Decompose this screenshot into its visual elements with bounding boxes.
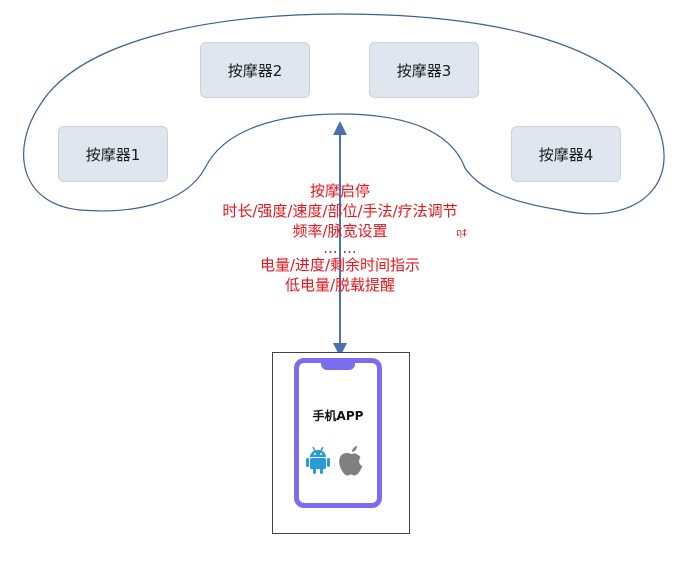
command-frequency: 频率/脉宽设置 — [292, 222, 388, 240]
phone-app-device: 手机APP — [294, 358, 382, 508]
massager-node-3: 按摩器3 — [369, 42, 479, 98]
massager-node-4: 按摩器4 — [511, 126, 621, 182]
massager-node-1: 按摩器1 — [58, 126, 168, 182]
stray-mark: ฤ‡ — [456, 228, 468, 239]
command-adjust: 时长/强度/速度/部位/手法/疗法调节 — [222, 202, 458, 220]
massager-node-2: 按摩器2 — [200, 42, 310, 98]
command-ellipsis: ... ... — [323, 239, 357, 257]
phone-notch — [321, 362, 355, 370]
command-list: 按摩启停 时长/强度/速度/部位/手法/疗法调节 频率/脉宽设置 ... ...… — [190, 181, 490, 295]
command-status-indicator: 电量/进度/剩余时间指示 — [259, 256, 421, 274]
android-icon — [306, 446, 330, 474]
command-low-battery-alert: 低电量/脱载提醒 — [284, 276, 396, 294]
phone-app-label: 手机APP — [312, 409, 364, 423]
wireless-cloud-outline — [23, 13, 665, 215]
command-start-stop: 按摩启停 — [309, 182, 370, 200]
apple-icon — [339, 446, 363, 476]
